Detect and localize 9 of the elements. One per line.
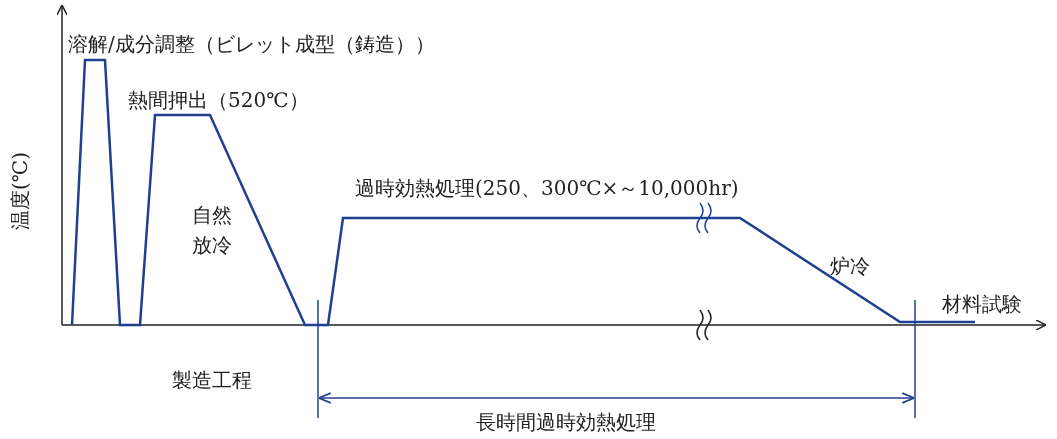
- stage-label: 自然放冷: [192, 202, 233, 259]
- axis-label: 温度(℃): [8, 152, 32, 230]
- stage-label: 熱間押出（520℃）: [128, 88, 309, 112]
- stage-label: 溶解/成分調整（ビレット成型（鋳造））: [68, 32, 435, 56]
- section-label: 製造工程: [172, 368, 252, 392]
- stage-label: 材料試験: [942, 292, 1022, 316]
- dimension-label: 長時間過時効熱処理: [476, 410, 656, 434]
- stage-label: 炉冷: [830, 254, 870, 278]
- stage-label: 過時効熱処理(250、300℃×～10,000hr): [355, 176, 739, 200]
